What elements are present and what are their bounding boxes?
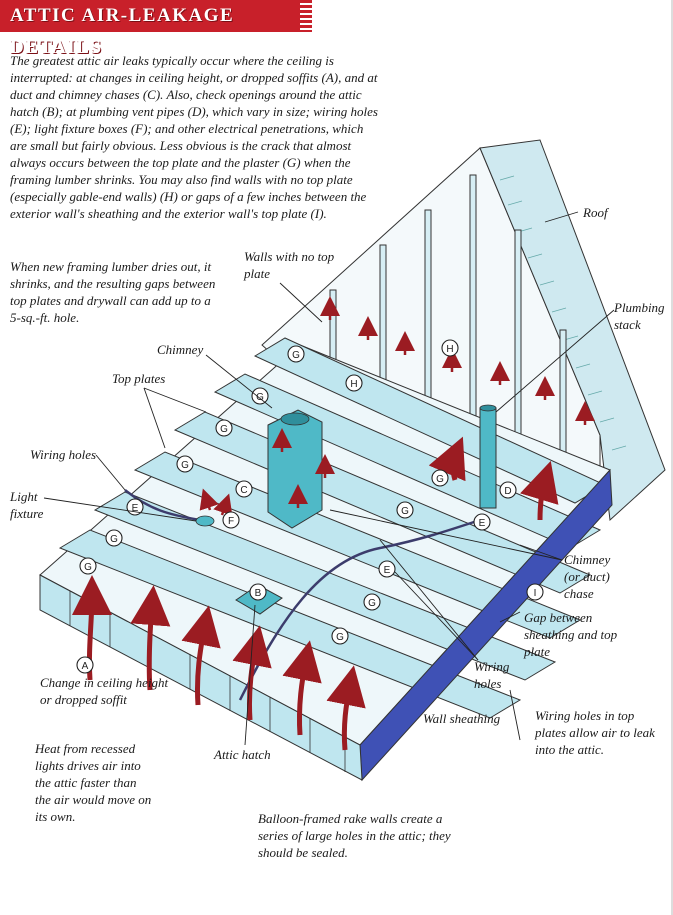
small-leak-arrows xyxy=(199,296,595,516)
callout-C: C xyxy=(240,485,247,496)
callout-circles: A B C D E E E F G G G G G G G G G G H xyxy=(76,339,544,674)
leak-arrow xyxy=(520,460,559,521)
chimney-flue xyxy=(280,412,310,426)
label-walls-no-top-plate: Walls with no top plate xyxy=(244,249,335,281)
page-title: ATTIC AIR-LEAKAGE DETAILS xyxy=(10,5,235,58)
callout-G-3: G xyxy=(220,424,228,435)
gable-studs xyxy=(329,174,567,461)
plumbing-stack-top xyxy=(479,404,497,412)
label-wiring-holes-left: Wiring holes xyxy=(30,447,97,462)
page-edge xyxy=(671,0,673,915)
label-wiring-top-plates: Wiring holes in top plates allow air to … xyxy=(535,708,655,757)
leak-arrow xyxy=(282,640,322,736)
shrinkage-paragraph: When new framing lumber dries out, it sh… xyxy=(10,259,216,325)
callout-G-6: G xyxy=(84,562,92,573)
label-balloon-framed: Balloon-framed rake walls create a serie… xyxy=(258,811,451,860)
callout-G-10: G xyxy=(336,632,344,643)
intro-paragraph: The greatest attic air leaks typically o… xyxy=(10,53,378,221)
label-attic-hatch: Attic hatch xyxy=(214,747,271,762)
air-leak-arrows xyxy=(71,436,559,751)
callout-G-9: G xyxy=(368,598,376,609)
label-roof: Roof xyxy=(583,205,608,220)
label-wall-sheathing: Wall sheathing xyxy=(423,711,501,726)
plumbing-stack xyxy=(479,407,497,509)
leak-arrow xyxy=(130,585,171,691)
leak-arrow xyxy=(232,625,272,721)
light-fixture-box xyxy=(195,515,215,527)
wires xyxy=(124,489,481,701)
leak-arrow xyxy=(181,605,221,706)
callout-D: D xyxy=(504,486,511,497)
leader-lines xyxy=(43,211,615,746)
callout-A: A xyxy=(82,661,89,672)
callout-G-7: G xyxy=(436,474,444,485)
callout-E-left: E xyxy=(132,503,139,514)
label-wiring-holes-right: Wiring holes xyxy=(474,659,510,691)
leak-arrow xyxy=(428,436,466,482)
label-light-fixture: Light fixture xyxy=(10,489,44,521)
callout-H-1: H xyxy=(446,344,453,355)
leak-arrow xyxy=(326,665,366,751)
label-plumbing-stack: Plumbing stack xyxy=(614,300,665,332)
callout-H-2: H xyxy=(350,379,357,390)
callout-G-4: G xyxy=(181,460,189,471)
callout-E-right: E xyxy=(479,518,486,529)
label-gap-sheathing: Gap between sheathing and top plate xyxy=(524,610,618,659)
callout-B: B xyxy=(255,588,262,599)
callout-E-center: E xyxy=(384,565,391,576)
roof-brick-pattern xyxy=(499,175,627,451)
roof-edge xyxy=(479,139,666,522)
title-banner: ATTIC AIR-LEAKAGE DETAILS xyxy=(0,0,312,58)
callout-G-2: G xyxy=(256,392,264,403)
callout-F: F xyxy=(228,516,234,527)
banner-torn-edge xyxy=(300,0,312,32)
callout-G-8: G xyxy=(401,506,409,517)
label-chimney: Chimney xyxy=(157,342,204,357)
label-top-plates: Top plates xyxy=(112,371,166,386)
label-change-ceiling: Change in ceiling height or dropped soff… xyxy=(40,675,169,707)
chimney xyxy=(267,409,323,529)
callout-I: I xyxy=(534,588,537,599)
callout-G-5: G xyxy=(110,534,118,545)
label-recessed-lights: Heat from recessed lights drives air int… xyxy=(35,741,152,824)
front-wall xyxy=(39,574,363,781)
label-chimney-chase: Chimney (or duct) chase xyxy=(564,552,611,601)
callout-G-1: G xyxy=(292,350,300,361)
